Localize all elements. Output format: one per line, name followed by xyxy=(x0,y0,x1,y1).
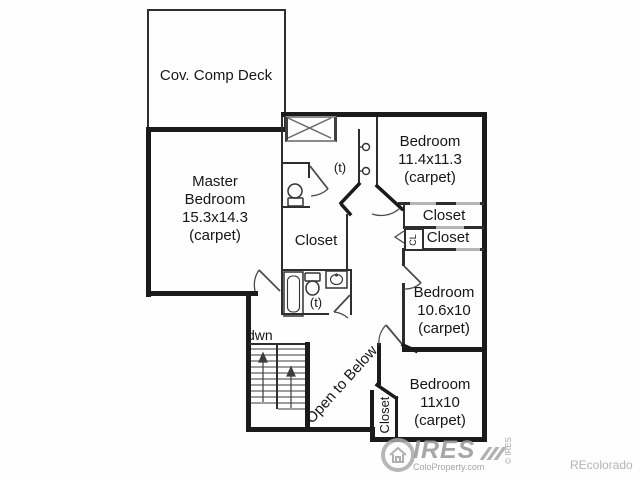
master-line-3: 15.3x14.3 xyxy=(182,209,248,226)
wall-master-bottom xyxy=(146,291,258,296)
bedroom-se-line-2: 11x10 xyxy=(420,394,460,411)
stair-treads xyxy=(251,348,305,410)
bedroom-se-line-1: Bedroom xyxy=(409,376,471,393)
wall-bottom-open xyxy=(246,427,374,432)
closet-door-segment xyxy=(410,202,436,205)
wall-wc-right xyxy=(308,162,310,178)
coloproperty-watermark: ColoProperty.com xyxy=(413,462,485,472)
angled-walls xyxy=(338,181,419,401)
wall-right xyxy=(482,112,487,442)
closet-door-segment xyxy=(456,248,480,251)
ires-logo-circle xyxy=(381,438,415,472)
wall-wc-bottom xyxy=(281,206,310,208)
wall-bedroom-se-top xyxy=(402,347,487,352)
wall-closet-band-left xyxy=(403,202,405,228)
wall-closet-band2-bottom xyxy=(403,248,484,251)
wall-closet-se-left xyxy=(370,390,374,428)
closet-door-segment xyxy=(436,226,464,229)
master-bedroom-label: Master Bedroom 15.3x14.3 (carpet) xyxy=(155,173,275,245)
bedroom-ne-line-3: (carpet) xyxy=(404,169,456,186)
bedroom-se-line-3: (carpet) xyxy=(414,412,466,429)
wall-closet-band1-top xyxy=(398,202,484,205)
master-line-1: Master xyxy=(192,173,238,190)
wall-jog xyxy=(370,427,375,442)
closet-door-segment xyxy=(456,202,480,205)
bedroom-ne-line-1: Bedroom xyxy=(399,133,461,150)
tile-marker-upper: (t) xyxy=(333,160,347,175)
wall-center-column xyxy=(281,117,283,315)
bedroom-e-line-3: (carpet) xyxy=(418,320,470,337)
wall-deck-divider xyxy=(146,127,285,132)
wall-stairs-left xyxy=(246,291,251,432)
walkin-closet-label: Closet xyxy=(294,232,338,249)
toilet-upper-icon xyxy=(287,183,304,207)
linen-closet-box xyxy=(404,228,424,251)
bedroom-e-label: Bedroom 10.6x10 (carpet) xyxy=(399,284,489,338)
bathtub-icon xyxy=(283,271,304,317)
wall-top xyxy=(281,112,487,117)
wall-bath-right xyxy=(350,269,352,315)
stair-direction-arrows xyxy=(258,351,296,408)
bedroom-e-line-2: 10.6x10 xyxy=(417,302,471,319)
stairs-down-label: dwn xyxy=(247,327,273,343)
wall-channel xyxy=(358,129,360,185)
covered-deck-room xyxy=(147,9,286,132)
door-knob-icons xyxy=(359,142,371,176)
bedroom-se-label: Bedroom 11x10 (carpet) xyxy=(395,376,485,430)
wall-stair-divider xyxy=(276,343,278,409)
wall-bedroom-e-left-lower xyxy=(402,283,405,347)
wall-walkin-right xyxy=(346,214,348,270)
bedroom-ne-label: Bedroom 11.4x11.3 (carpet) xyxy=(385,133,475,187)
tile-marker-lower: (t) xyxy=(309,295,323,310)
closet-band1-label: Closet xyxy=(422,207,466,224)
wall-bottom-right xyxy=(370,437,487,442)
ires-watermark: IRES xyxy=(413,436,476,464)
master-line-4: (carpet) xyxy=(189,227,241,244)
wall-wc-top xyxy=(281,162,310,164)
closet-band2-label: Closet xyxy=(426,229,470,246)
ires-copyright-watermark: © IRES xyxy=(503,437,513,464)
bedroom-ne-line-2: 11.4x11.3 xyxy=(398,151,462,168)
wall-hall-bedroom-se xyxy=(377,343,381,385)
wall-closet-se-right xyxy=(395,396,398,437)
bedroom-e-line-1: Bedroom xyxy=(413,284,475,301)
master-line-2: Bedroom xyxy=(184,191,246,208)
wall-stairs-right xyxy=(305,342,310,432)
sink-icon xyxy=(325,270,348,289)
door-arcs xyxy=(253,165,422,346)
house-icon xyxy=(389,447,407,463)
skylight-x-icon xyxy=(287,117,332,139)
toilet-lower-icon xyxy=(304,272,321,296)
wall-bedroom-ne-left xyxy=(376,117,378,186)
deck-label: Cov. Comp Deck xyxy=(159,67,273,84)
wall-bath-bottom xyxy=(281,313,329,315)
linen-closet-label: CL xyxy=(408,234,418,246)
wall-master-left xyxy=(146,127,151,297)
wall-bedroom-e-left-upper xyxy=(402,248,405,266)
recolorado-watermark: REcolorado xyxy=(570,458,633,472)
wall-bath-top xyxy=(281,269,352,271)
